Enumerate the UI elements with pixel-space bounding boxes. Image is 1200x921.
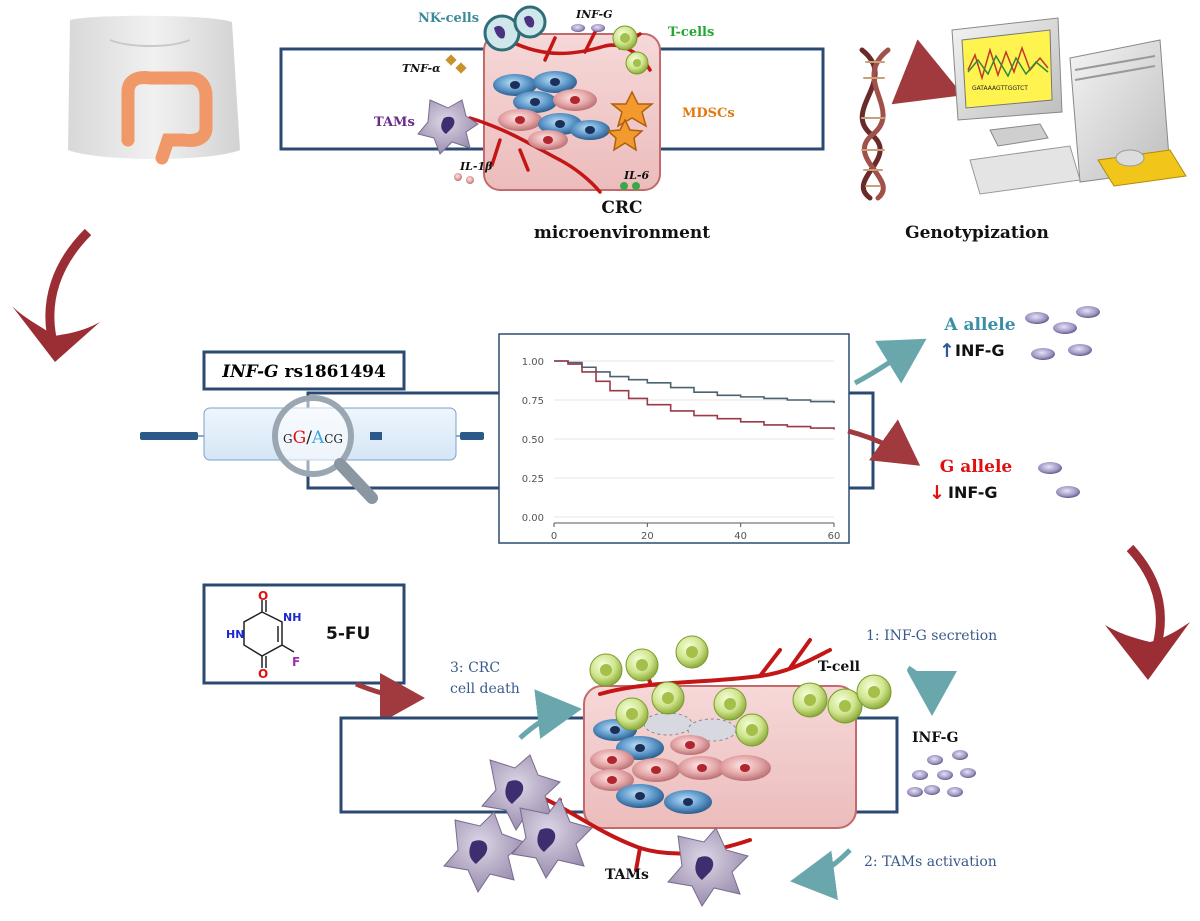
arrowhead-right	[1105, 622, 1190, 680]
label-infg-down: INF-G	[948, 483, 998, 502]
chart-layer: 0.00 0.25 0.50 0.75 1.00 0 20 40 60	[522, 357, 841, 542]
arrow-up-glyph: ↑	[939, 340, 955, 362]
survival-chart: 0.00 0.25 0.50 0.75 1.00 0 20 40 60	[498, 333, 850, 544]
label-microenvironment: microenvironment	[534, 223, 710, 243]
chart-x-tick-label: 60	[828, 531, 841, 542]
colon-icon	[121, 71, 213, 165]
label-mdscs: MDSCs	[682, 106, 735, 121]
chart-series-line-2	[554, 360, 835, 430]
chart-x-tick-label: 0	[551, 531, 557, 542]
infg-molecule	[571, 24, 585, 32]
chart-y-tick-label: 0.50	[522, 435, 544, 446]
label-a-allele: A allele	[943, 315, 1015, 335]
label-step1: 1: INF-G secretion	[866, 628, 997, 644]
label-step3-line1: 3: CRC	[450, 660, 500, 676]
chart-x-tick-label: 20	[641, 531, 654, 542]
arrow-step2	[790, 848, 852, 901]
infg-molecules-high	[1025, 306, 1100, 360]
5fu-molecule-icon	[243, 600, 295, 668]
arrow-step3	[518, 689, 582, 740]
label-tcell: T-cell	[818, 659, 860, 675]
torso-illustration	[68, 15, 240, 165]
tams-panel3	[443, 754, 749, 907]
arrowhead-left	[12, 306, 100, 362]
label-il-1b: IL-1β	[459, 160, 493, 173]
dying-cells	[643, 712, 737, 742]
infg-molecules-panel3	[907, 750, 976, 797]
snp-label: INF-G rs1861494	[221, 362, 386, 382]
il6-molecule	[632, 182, 640, 190]
screen-sequence-text: GATAAAGTTGGTCT	[972, 85, 1028, 92]
magnifier-icon	[272, 395, 378, 504]
t-cells-icon	[612, 25, 649, 75]
label-il-6: IL-6	[623, 169, 649, 182]
tumor-cells-panel3	[590, 719, 771, 814]
label-genotypization: Genotypization	[905, 223, 1049, 243]
infg-molecules-low	[1038, 462, 1080, 498]
dna-helix-icon	[859, 47, 891, 201]
label-infg-panel3: INF-G	[912, 730, 958, 746]
atom-nh-right: NH	[283, 611, 301, 624]
chart-y-tick-label: 0.25	[522, 474, 544, 485]
arrow-drug-to-tumor	[355, 672, 425, 723]
nk-cells-icon	[483, 5, 547, 52]
il1b-molecule	[466, 176, 474, 184]
computer-icon: GATAAAGTTGGTCT	[951, 17, 1187, 195]
atom-hn-left: HN	[226, 628, 244, 641]
atom-o-top: O	[258, 589, 268, 603]
label-step2: 2: TAMs activation	[864, 854, 997, 870]
mdsc-cells-icon	[606, 90, 655, 152]
snp-sequence: GG/ACG	[283, 428, 343, 448]
arrow-down-glyph: ↓	[929, 482, 945, 504]
label-5fu: 5-FU	[326, 624, 370, 644]
chart-x-tick-label: 40	[734, 531, 747, 542]
label-t-cells: T-cells	[668, 25, 714, 40]
atom-f: F	[292, 655, 300, 669]
label-tams-panel1: TAMs	[374, 115, 415, 130]
tumor-cells-panel1	[493, 71, 610, 150]
label-g-allele: G allele	[940, 457, 1013, 477]
t-cells-panel3	[589, 635, 892, 747]
infg-molecule	[591, 24, 605, 32]
label-infg-up: INF-G	[955, 341, 1005, 360]
chart-y-tick-label: 1.00	[522, 357, 544, 368]
chart-y-tick-label: 0.75	[522, 396, 544, 407]
label-inf-g-top: INF-G	[575, 8, 612, 21]
arrow-dna-to-computer	[891, 39, 964, 105]
atom-o-bottom: O	[258, 667, 268, 681]
arrow-to-g-allele	[847, 419, 921, 466]
label-tnf-alpha: TNF-α	[402, 62, 441, 75]
label-tams-panel3: TAMs	[605, 867, 649, 883]
chart-y-tick-label: 0.00	[522, 513, 544, 524]
label-nk-cells: NK-cells	[418, 11, 479, 26]
tam-cell-icon	[417, 99, 479, 155]
drug-box	[202, 583, 406, 685]
label-crc: CRC	[601, 198, 642, 218]
il1b-molecule	[454, 173, 462, 181]
arrow-step1	[906, 665, 957, 716]
chart-series-line-1	[554, 360, 835, 404]
tumor-mass	[483, 33, 661, 191]
arrow-to-a-allele	[853, 338, 927, 386]
label-step3-line2: cell death	[450, 681, 520, 697]
snp-label-box	[202, 350, 406, 391]
il6-molecule	[620, 182, 628, 190]
